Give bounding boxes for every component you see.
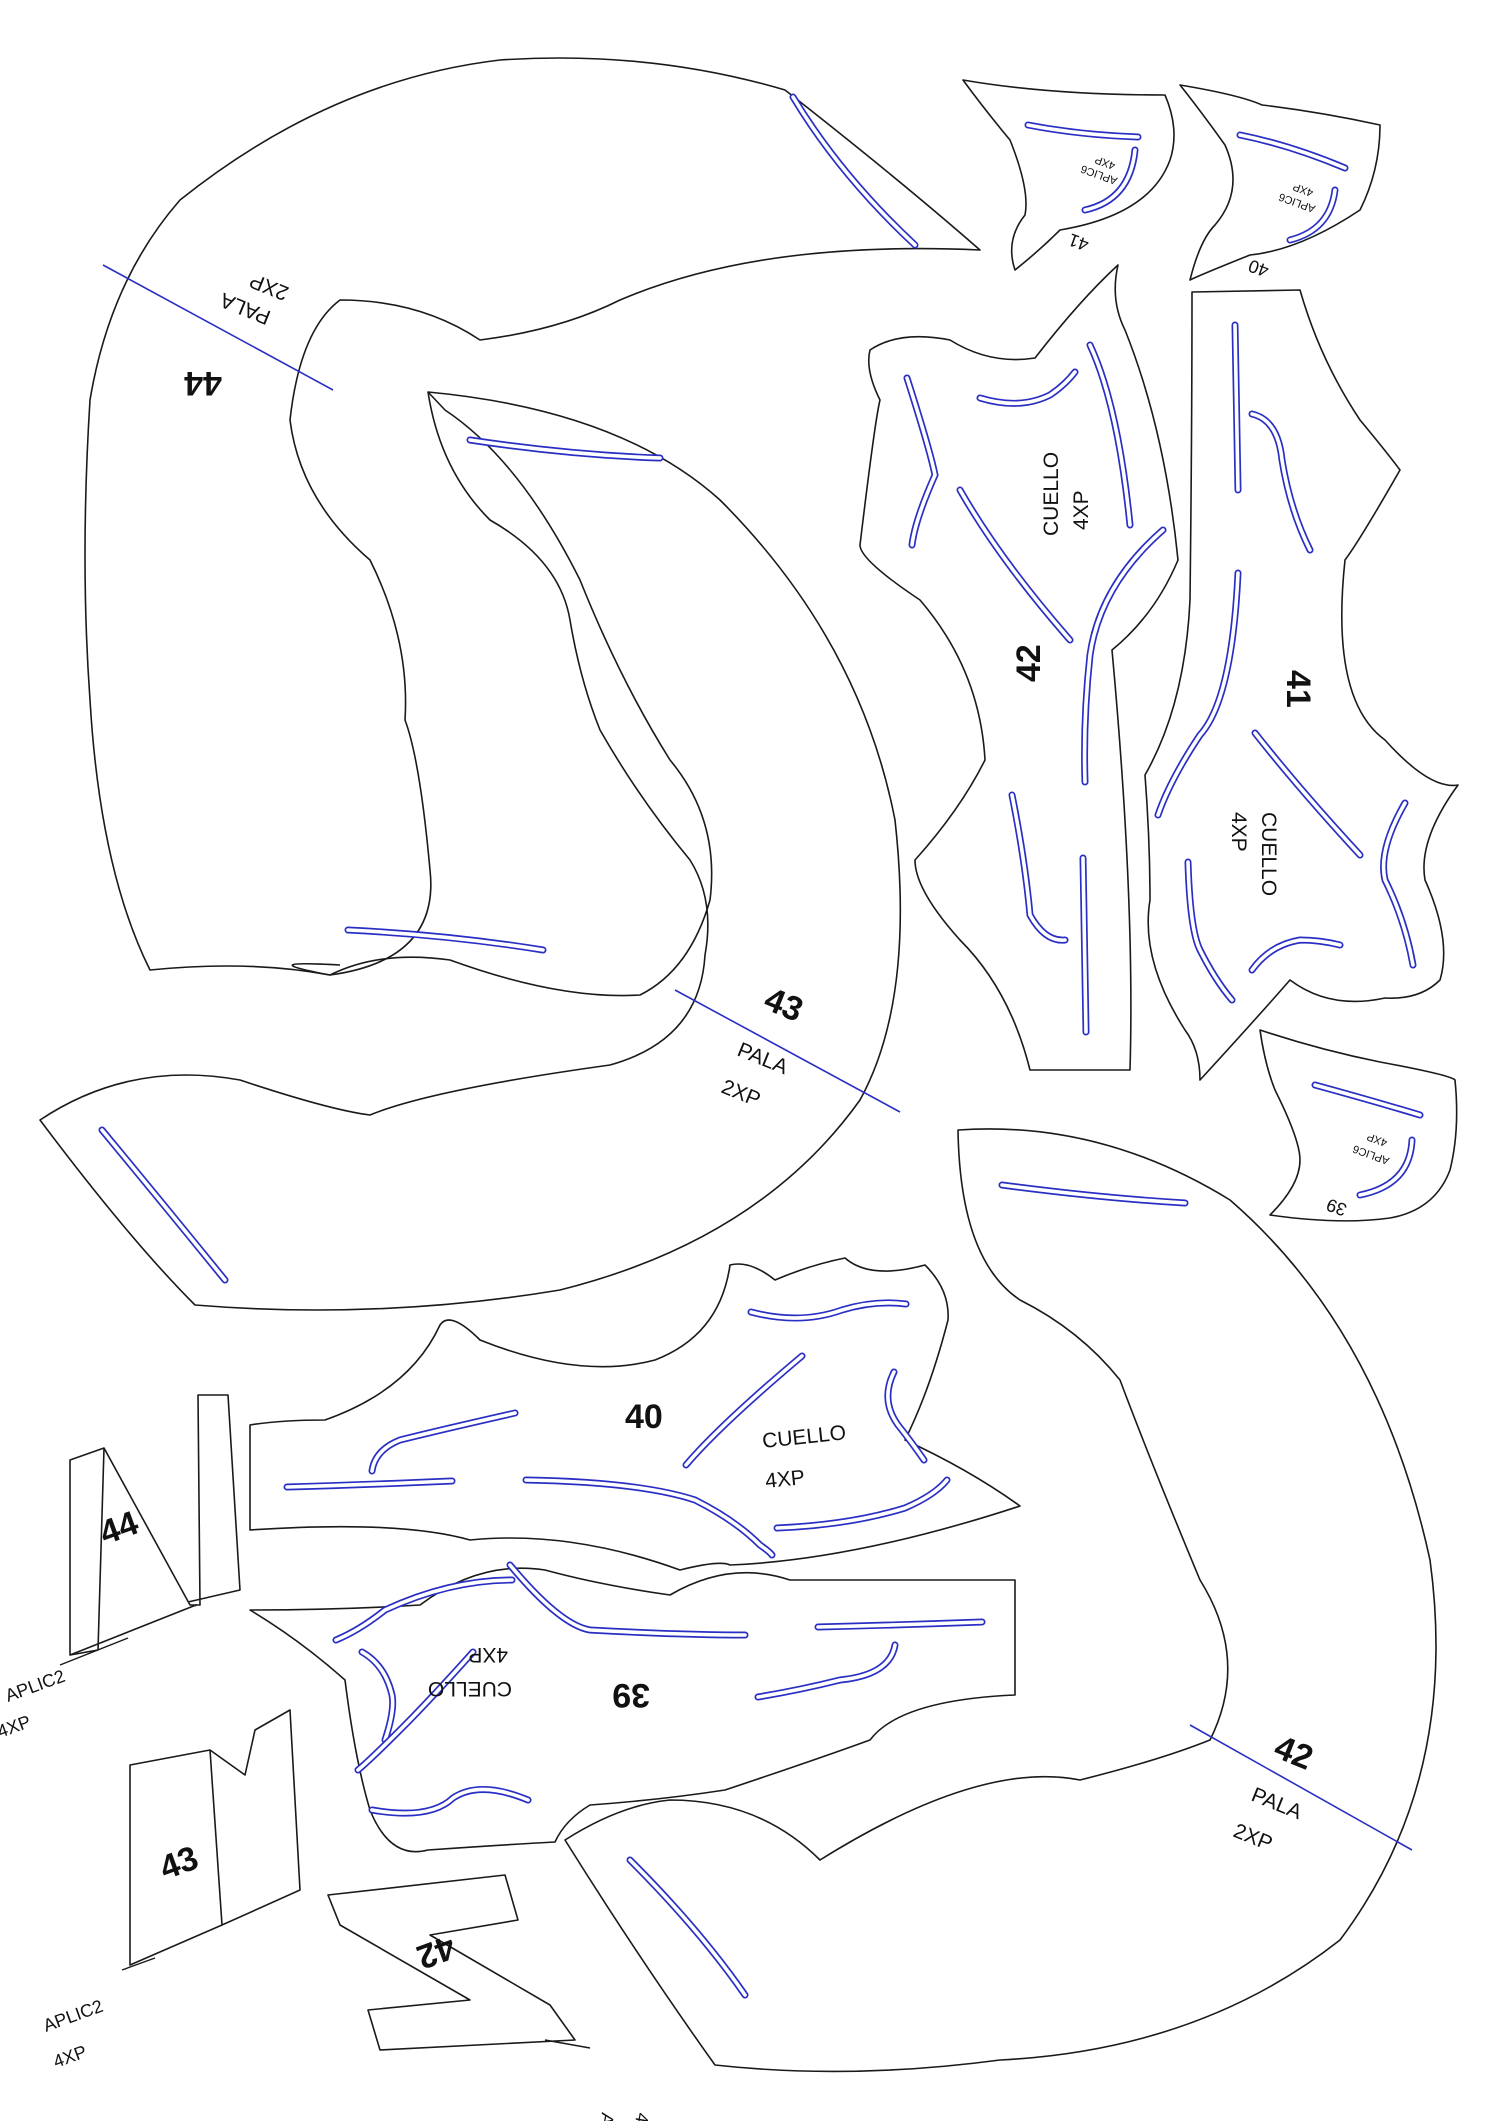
piece-42-cuello-name: CUELLO: [1040, 452, 1063, 536]
piece-41-cuello-name: CUELLO: [1257, 812, 1280, 896]
piece-43-pala-name: PALA: [734, 1038, 791, 1079]
piece-41-cuello-number: 41: [1279, 670, 1317, 708]
piece-40-aplic6: APLIC6 4XP 40: [1179, 84, 1381, 281]
piece-43-pala: 43 PALA 2XP: [39, 391, 902, 1311]
piece-42-aplic2-name: APLIC2: [587, 2111, 617, 2121]
piece-44-aplic2-qty: 4XP: [0, 1711, 33, 1741]
piece-40-cuello-name: CUELLO: [761, 1421, 847, 1453]
piece-39-aplic6-number: 39: [1324, 1194, 1350, 1220]
piece-43-aplic2-qty: 4XP: [51, 2041, 90, 2071]
piece-42-aplic2: 42 APLIC2 4XP: [327, 1874, 653, 2121]
piece-42-cuello-number: 42: [1010, 644, 1048, 682]
piece-39-aplic6: APLIC6 4XP 39: [1259, 1029, 1458, 1222]
piece-42-pala-qty: 2XP: [1230, 1819, 1275, 1855]
piece-40-aplic6-number: 40: [1246, 255, 1272, 281]
piece-39-cuello: 39 CUELLO 4XP: [249, 1561, 1016, 1853]
piece-41-cuello: 41 CUELLO 4XP: [1144, 289, 1459, 1081]
piece-40-cuello-number: 40: [625, 1398, 663, 1436]
piece-42-aplic2-qty: 4XP: [627, 2111, 653, 2121]
piece-39-cuello-number: 39: [612, 1676, 650, 1714]
piece-42-aplic2-number: 42: [412, 1927, 461, 1976]
piece-42-pala-name: PALA: [1248, 1783, 1305, 1824]
piece-39-cuello-qty: 4XP: [468, 1643, 508, 1666]
piece-40-cuello-qty: 4XP: [764, 1466, 806, 1493]
piece-43-aplic2-name: APLIC2: [41, 1996, 106, 2036]
piece-44-aplic2: 44 APLIC2 4XP: [0, 1394, 241, 1742]
piece-42-cuello: 42 CUELLO 4XP: [859, 264, 1179, 1071]
piece-41-cuello-qty: 4XP: [1227, 812, 1250, 852]
piece-43-pala-qty: 2XP: [718, 1075, 763, 1111]
piece-41-aplic6: APLIC6 4XP 41: [962, 79, 1175, 271]
piece-41-aplic6-number: 41: [1066, 229, 1092, 255]
piece-44-pala: 44 PALA 2XP: [84, 57, 981, 976]
piece-44-aplic2-name: APLIC2: [3, 1666, 68, 1706]
piece-43-aplic2-number: 43: [155, 1839, 204, 1888]
piece-44-pala-number: 44: [184, 364, 222, 402]
piece-42-pala-number: 42: [1269, 1728, 1318, 1777]
piece-39-aplic6-qty: 4XP: [1365, 1130, 1389, 1148]
piece-42-cuello-qty: 4XP: [1070, 490, 1093, 530]
piece-42-pala: 42 PALA 2XP: [564, 1128, 1437, 2073]
piece-39-cuello-name: CUELLO: [428, 1677, 512, 1700]
piece-43-pala-number: 43: [759, 980, 808, 1029]
piece-43-aplic2: 43 APLIC2 4XP: [41, 1709, 301, 2072]
piece-40-cuello: 40 CUELLO 4XP: [249, 1257, 1021, 1571]
